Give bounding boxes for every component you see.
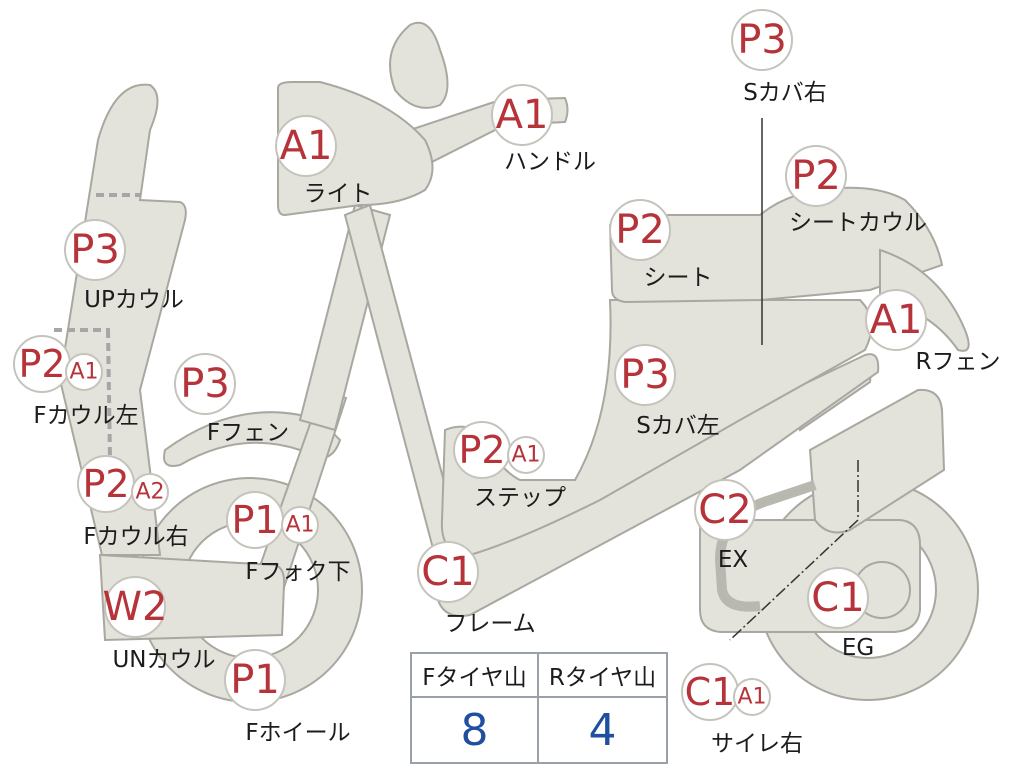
part-label: Fカウル左 [33,403,138,429]
part-seat-cowl[interactable]: P2 シートカウル [785,145,927,236]
tire-tread-table: Fタイヤ山 Rタイヤ山 8 4 [410,652,668,764]
part-label: ハンドル [504,149,596,175]
grade-text: P1 [231,498,278,542]
grade-text: A1 [496,92,549,138]
secondary-grade-text: A1 [69,360,98,385]
part-step[interactable]: P2 A1 ステップ [453,421,566,511]
secondary-grade-badge [281,506,319,544]
part-f-cowl-left[interactable]: P2 A1 Fカウル左 [13,335,139,429]
headlight-shape [277,81,434,217]
part-scover-left[interactable]: P3 Sカバ左 [614,344,720,439]
part-label: サイレ右 [711,731,803,757]
part-label: Sカバ右 [743,80,827,106]
part-label: Fフェン [207,420,289,446]
muffler [808,388,946,534]
part-exhaust[interactable]: C2 EX [694,479,756,573]
part-scover-right[interactable]: P3 Sカバ右 [731,9,827,106]
grade-text: P2 [458,428,505,472]
grade-badge [224,649,286,711]
part-label: UNカウル [112,647,215,673]
grade-badge [785,145,847,207]
grade-text: P2 [82,462,129,506]
grade-badge [609,199,671,261]
secondary-grade-badge [733,678,771,716]
grade-badge [731,9,793,71]
grade-badge [614,344,676,406]
rear-tire-header: Rタイヤ山 [539,654,666,698]
grade-badge [174,353,236,415]
grade-text: P2 [791,153,841,199]
secondary-grade-text: A1 [285,513,314,538]
part-label: シートカウル [789,210,927,236]
grade-text: C1 [685,670,736,714]
grade-text: P1 [230,657,280,703]
secondary-grade-badge [507,436,545,474]
part-label: フレーム [444,611,535,637]
grade-text: P3 [70,227,120,273]
main-frame [436,353,880,617]
part-f-cowl-right[interactable]: P2 A2 Fカウル右 [77,455,189,550]
part-label: UPカウル [84,287,184,313]
part-f-fork-lower[interactable]: P1 A1 Fフォク下 [226,491,351,585]
grade-badge [807,567,869,629]
grade-badge [865,289,927,351]
grade-text: A1 [280,123,333,169]
grade-badge [64,219,126,281]
front-tire-header: Fタイヤ山 [412,654,539,698]
part-handle[interactable]: A1 ハンドル [491,84,596,175]
grade-text: P3 [737,17,787,63]
front-tire-value: 8 [412,698,539,762]
grade-text: P2 [615,207,665,253]
grade-text: P2 [18,342,65,386]
part-f-wheel[interactable]: P1 Fホイール [224,649,351,746]
secondary-grade-text: A2 [135,480,164,505]
secondary-grade-text: A1 [737,685,766,710]
part-label: Fカウル右 [83,524,188,550]
part-label: Fフォク下 [245,559,350,585]
grade-text: P3 [620,352,670,398]
grade-badge [104,576,166,638]
grade-badge [417,541,479,603]
part-muffler-right[interactable]: C1 A1 サイレ右 [681,663,803,757]
part-label: EG [842,635,874,661]
grade-text: C1 [811,575,864,621]
part-label: Fホイール [245,720,350,746]
part-label: ステップ [474,485,566,511]
grade-badge [275,115,337,177]
grade-text: C1 [421,549,474,595]
grade-text: P3 [180,361,230,407]
part-r-fender[interactable]: A1 Rフェン [865,289,1001,375]
part-up-cowl[interactable]: P3 UPカウル [64,219,184,313]
part-light[interactable]: A1 ライト [275,115,373,207]
part-f-fender[interactable]: P3 Fフェン [174,353,289,446]
part-under-cowl[interactable]: W2 UNカウル [103,576,216,673]
part-label: ライト [304,181,373,207]
grade-badge [491,84,553,146]
grade-badge [694,479,756,541]
part-label: EX [718,547,749,573]
front-cowl-shape [58,83,187,556]
grade-text: C2 [698,487,751,533]
part-label: Sカバ左 [636,413,720,439]
secondary-grade-text: A1 [511,443,540,468]
grade-text: W2 [103,584,168,630]
part-seat[interactable]: P2 シート [609,199,713,291]
secondary-grade-badge [65,353,103,391]
rear-tire-value: 4 [588,704,617,756]
grade-text: A1 [870,297,923,343]
part-engine[interactable]: C1 EG [807,567,874,661]
part-label: Rフェン [916,349,1001,375]
secondary-grade-badge [131,473,169,511]
part-label: シート [644,265,713,291]
part-frame[interactable]: C1 フレーム [417,541,536,637]
